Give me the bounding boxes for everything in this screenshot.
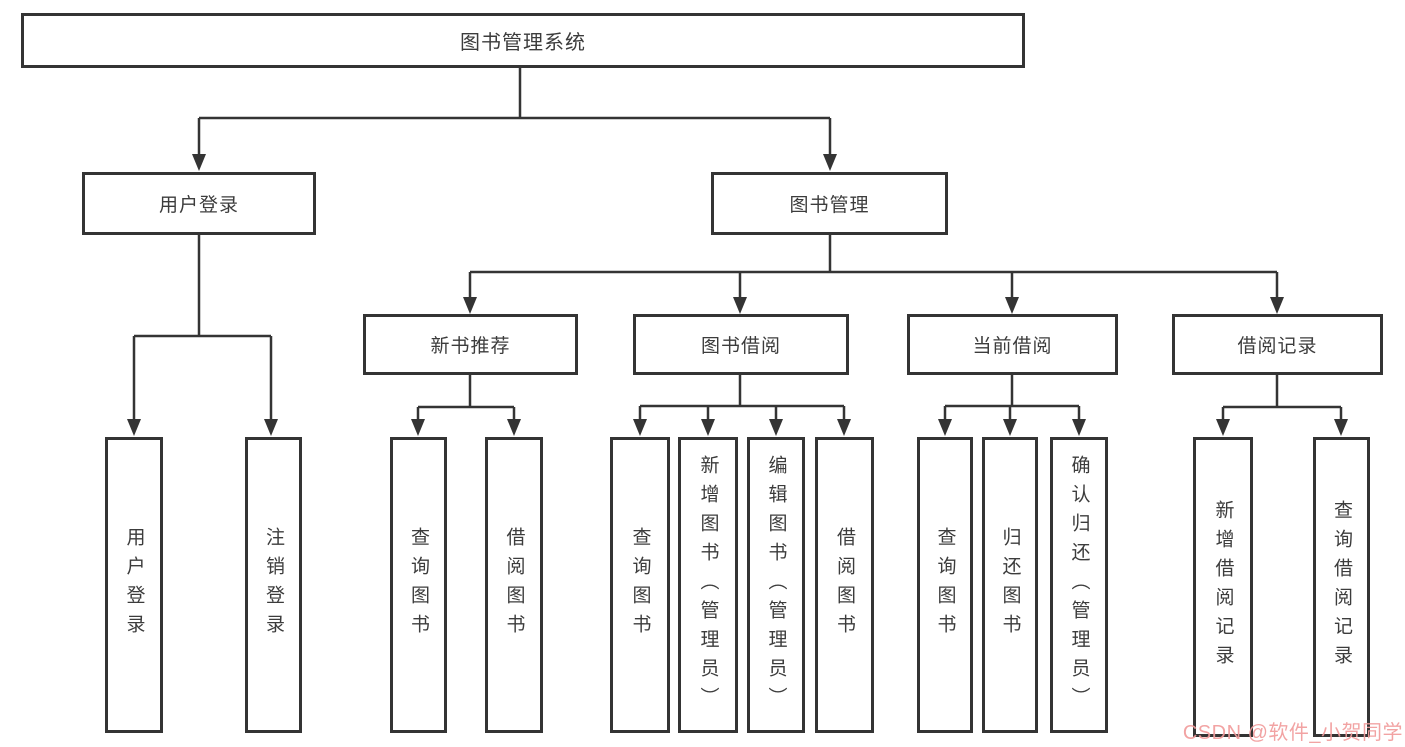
node-book-management: 图书管理 — [711, 172, 948, 235]
arrowhead-icons — [127, 154, 1348, 436]
node-label: 归还图书 — [999, 527, 1021, 643]
node-library-management-system: 图书管理系统 — [21, 13, 1025, 68]
node-book-borrowing: 图书借阅 — [633, 314, 849, 375]
node-label: 图书借阅 — [700, 336, 781, 357]
leaf-query-books-current: 查询图书 — [917, 437, 973, 733]
leaf-query-borrow-record: 查询借阅记录 — [1313, 437, 1370, 737]
node-label: 确认归还（管理员） — [1068, 454, 1090, 716]
connector-strokes — [132, 68, 1343, 425]
node-label: 查询借阅记录 — [1331, 500, 1352, 674]
node-label: 用户登录 — [158, 195, 239, 216]
node-label: 当前借阅 — [972, 336, 1053, 357]
node-borrowing-records: 借阅记录 — [1172, 314, 1383, 375]
node-label: 借阅图书 — [503, 527, 525, 643]
node-label: 新书推荐 — [430, 336, 511, 357]
node-label: 借阅记录 — [1237, 336, 1318, 357]
node-label: 借阅图书 — [834, 527, 855, 643]
node-label: 查询图书 — [629, 527, 651, 643]
node-user-login: 用户登录 — [82, 172, 316, 235]
node-new-book-recommendation: 新书推荐 — [363, 314, 578, 375]
leaf-query-books-recommend: 查询图书 — [390, 437, 447, 733]
leaf-edit-books-admin: 编辑图书（管理员） — [747, 437, 805, 733]
leaf-return-books: 归还图书 — [982, 437, 1038, 733]
node-label: 查询图书 — [934, 527, 956, 643]
leaf-borrow-books: 借阅图书 — [815, 437, 874, 733]
node-label: 新增借阅记录 — [1212, 500, 1234, 674]
leaf-borrow-books-recommend: 借阅图书 — [485, 437, 543, 733]
leaf-logout: 注销登录 — [245, 437, 302, 733]
leaf-confirm-return-admin: 确认归还（管理员） — [1050, 437, 1108, 733]
csdn-watermark: CSDN @软件_小贺同学 — [1182, 722, 1403, 744]
node-current-borrowing: 当前借阅 — [907, 314, 1118, 375]
leaf-add-books-admin: 新增图书（管理员） — [678, 437, 738, 733]
node-label: 图书管理 — [789, 195, 870, 216]
node-label: 编辑图书（管理员） — [765, 454, 787, 716]
leaf-user-login: 用户登录 — [105, 437, 163, 733]
node-label: 用户登录 — [123, 527, 145, 643]
node-label: 注销登录 — [263, 527, 284, 643]
node-label: 查询图书 — [408, 527, 429, 643]
leaf-query-books-borrowing: 查询图书 — [610, 437, 670, 733]
leaf-add-borrow-record: 新增借阅记录 — [1193, 437, 1253, 737]
node-label: 图书管理系统 — [460, 32, 586, 54]
node-label: 新增图书（管理员） — [697, 454, 719, 716]
